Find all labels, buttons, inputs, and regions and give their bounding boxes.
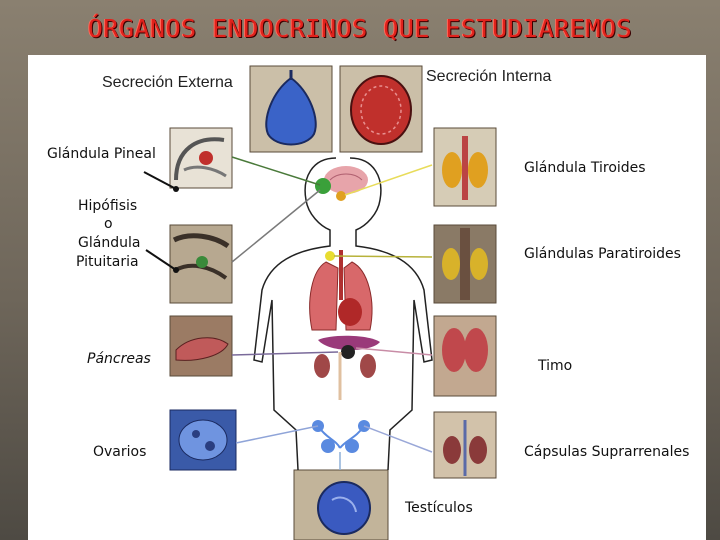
abdomen-organs [314, 335, 380, 400]
header-internal-secretion: Secreción Interna [426, 68, 552, 85]
label-thymus: Timo [536, 358, 575, 375]
lungs-heart [309, 250, 373, 331]
label-thyroid-gland: Glándula Tiroides [522, 160, 648, 177]
pointer-pineal [143, 171, 179, 191]
arrow-thymus [355, 347, 433, 356]
adrenal-glands-image [433, 411, 497, 479]
arrow-ovaries [235, 425, 319, 444]
pineal-gland-image [169, 127, 233, 189]
thyroid-dot-upper [336, 191, 346, 201]
body-outline [253, 157, 433, 471]
brain-shape [324, 166, 368, 194]
arrow-adrenal [363, 425, 433, 453]
arrow-parathyroid [333, 255, 433, 258]
thymus-image [433, 315, 497, 397]
label-adrenal-glands: Cápsulas Suprarrenales [522, 444, 692, 461]
pituitary-gland-image [169, 224, 233, 304]
arrow-pituitary-link [231, 189, 321, 263]
label-testicles: Testículos [405, 500, 473, 516]
reproductive-organs [312, 420, 370, 453]
label-pituitary-line-1: Hipófisis [78, 198, 138, 214]
label-pineal-gland: Glándula Pineal [45, 146, 158, 163]
testicles-image [293, 469, 389, 540]
external-secretion-gland-image [249, 65, 333, 153]
parathyroid-image [433, 224, 497, 304]
internal-secretion-gland-image [339, 65, 423, 153]
label-pancreas: Páncreas [87, 351, 151, 367]
arrow-pineal [231, 156, 321, 186]
pointer-pituitary [145, 249, 177, 271]
parathyroid-dot [325, 251, 335, 261]
pancreas-image [169, 315, 233, 377]
label-pituitary-line-2: o [104, 216, 113, 232]
label-pituitary-line-3: Glándula [78, 235, 141, 251]
arrow-pancreas [231, 351, 339, 356]
page-title: ÓRGANOS ENDOCRINOS QUE ESTUDIAREMOS [87, 14, 633, 43]
label-ovaries: Ovarios [93, 444, 147, 460]
arrow-thyroid [344, 164, 433, 196]
label-parathyroid-glands: Glándulas Paratiroides [522, 246, 683, 263]
thyroid-image [433, 127, 497, 207]
ovaries-image [169, 409, 237, 471]
header-external-secretion: Secreción Externa [102, 74, 233, 91]
label-pituitary-line-4: Pituitaria [76, 254, 139, 270]
